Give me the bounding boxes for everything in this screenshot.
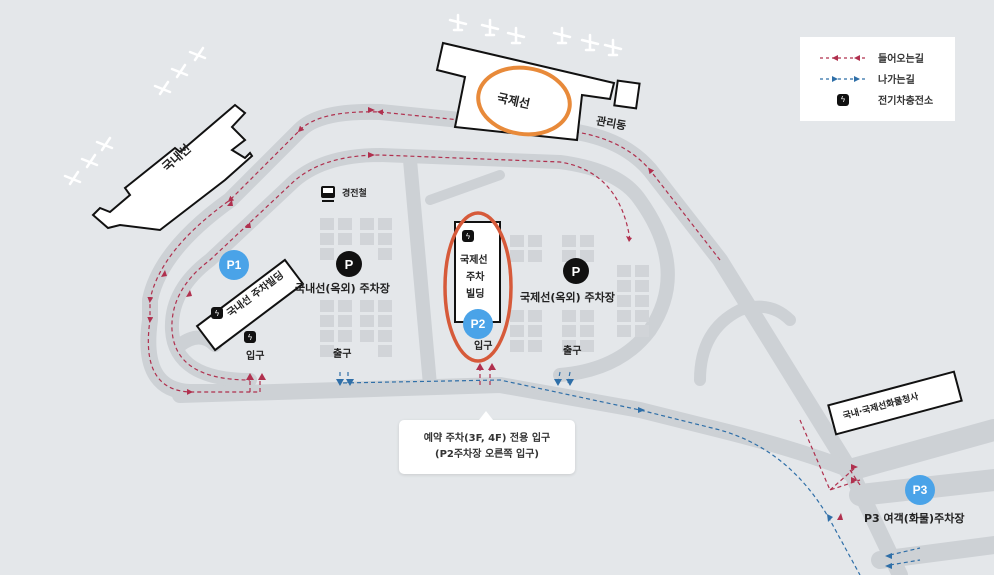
international-terminal-highlight <box>476 65 572 137</box>
airplane-icon <box>170 63 189 79</box>
international-terminal-building <box>435 41 616 142</box>
domestic-terminal-building <box>91 103 254 232</box>
p3-parking-label: P3 여객(화물)주차장 <box>864 512 965 525</box>
callout-line-2: (P2주차장 오른쪽 입구) <box>435 449 539 460</box>
admin-building <box>613 79 641 110</box>
p2-badge[interactable]: P2 <box>463 309 493 339</box>
inbound-arrows <box>161 107 858 520</box>
international-outdoor-parking-icon: P <box>563 258 589 284</box>
airplane-icon <box>63 170 82 186</box>
ev-swatch: ϟ <box>818 93 868 106</box>
legend-label: 전기차충전소 <box>878 96 934 107</box>
airplane-icon <box>552 26 572 45</box>
airplane-icons <box>63 13 623 186</box>
outbound-arrows <box>336 379 892 569</box>
legend-label: 나가는길 <box>878 75 915 86</box>
domestic-outdoor-parking-label: 국내선(옥외) 주차장 <box>295 282 390 295</box>
airplane-icon <box>80 153 99 169</box>
airplane-icon <box>188 46 207 62</box>
domestic-outdoor-parking-icon: P <box>336 251 362 277</box>
airplane-icon <box>580 33 600 52</box>
reserved-parking-callout: 예약 주차(3F, 4F) 전용 입구 (P2주차장 오른쪽 입구) <box>399 411 575 474</box>
cargo-terminal-building <box>827 370 963 436</box>
p2-highlight <box>443 211 513 363</box>
p2-building-label-line1: 국제선 <box>460 255 488 266</box>
inbound-route-icon <box>820 54 866 61</box>
domestic-exit-label: 출구 <box>333 349 352 360</box>
ev-charger-icon: ϟ <box>462 230 474 242</box>
p2-entrance-label: 입구 <box>474 341 493 352</box>
airplane-icon <box>95 136 114 152</box>
airplane-icon <box>448 13 468 32</box>
legend-item-outbound: 나가는길 <box>818 68 955 89</box>
legend-item-inbound: 들어오는길 <box>818 47 955 68</box>
p2-building-label-line3: 빌딩 <box>466 289 485 300</box>
p1-badge[interactable]: P1 <box>219 250 249 280</box>
international-outdoor-parking-label: 국제선(옥외) 주차장 <box>520 291 615 304</box>
inbound-routes <box>147 109 861 491</box>
ev-charger-icon: ϟ <box>244 331 256 343</box>
airplane-icon <box>480 18 500 37</box>
legend-item-ev-charger: ϟ 전기차충전소 <box>818 89 955 110</box>
p1-entrance-label: 입구 <box>246 351 265 362</box>
airplane-icon <box>153 80 172 96</box>
airplane-icon <box>603 38 623 57</box>
p1-parking-building <box>195 258 305 352</box>
p2-building-label-line2: 주차 <box>466 272 485 283</box>
ev-charger-icon: ϟ <box>211 307 223 319</box>
international-exit-label: 출구 <box>563 346 582 357</box>
map-legend: 들어오는길 나가는길 ϟ 전기차충전소 <box>800 37 955 121</box>
train-icon <box>321 186 335 202</box>
outbound-route-icon <box>820 75 866 82</box>
light-rail-label: 경전철 <box>342 189 367 199</box>
legend-label: 들어오는길 <box>878 54 924 65</box>
p3-badge[interactable]: P3 <box>905 475 935 505</box>
ev-charger-icon: ϟ <box>837 93 849 106</box>
airplane-icon <box>506 26 526 45</box>
callout-line-1: 예약 주차(3F, 4F) 전용 입구 <box>423 433 551 444</box>
